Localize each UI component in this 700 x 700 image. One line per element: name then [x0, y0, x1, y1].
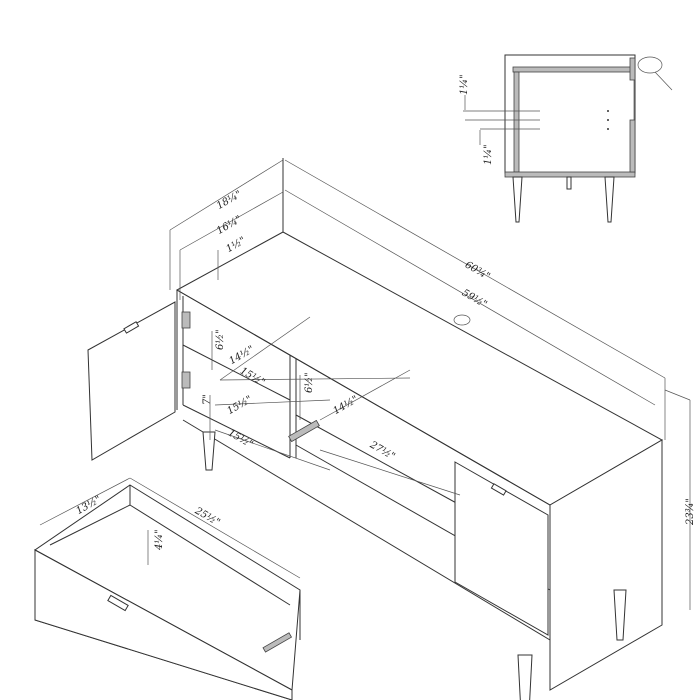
- dim-inset-lower: 1¼": [483, 144, 494, 165]
- hinge-lower: [181, 371, 191, 389]
- dim-drawer-width: 25½": [192, 505, 222, 529]
- right-door-handle: [490, 483, 507, 496]
- dim-left-bottom-width: 15½": [226, 428, 255, 451]
- dim-left-upper-width: 15½": [238, 366, 267, 389]
- dim-center-depth: 14½": [331, 394, 360, 417]
- dim-left-upper-depth: 14½": [227, 344, 256, 367]
- drawer: [34, 484, 301, 700]
- drawer-handle: [107, 594, 129, 612]
- side-section-inset: [463, 54, 673, 223]
- left-door-handle: [123, 321, 140, 334]
- leg: [517, 654, 533, 700]
- left-door-open: [87, 301, 176, 461]
- cabinet: [87, 158, 664, 700]
- leg: [613, 589, 627, 641]
- dim-left-lower-height: 7": [202, 394, 213, 405]
- dim-center-width: 27½": [367, 439, 397, 463]
- dim-left-lower-width: 15½": [225, 394, 254, 417]
- dim-depth-outer: 18¼": [215, 189, 244, 212]
- drawer-slide: [288, 419, 320, 443]
- dimension-lines: [39, 159, 691, 610]
- dim-center-height: 6½": [304, 372, 315, 393]
- right-door: [454, 461, 549, 636]
- dim-inset-upper: 1¼": [459, 74, 470, 95]
- dim-drawer-height: 4¼": [154, 529, 165, 551]
- dim-width-outer: 60¾": [463, 260, 492, 283]
- dim-depth-inner: 16¼": [215, 214, 244, 237]
- hinge-upper: [181, 311, 191, 329]
- leg: [202, 431, 216, 471]
- dim-height: 23¾": [685, 498, 696, 526]
- drawer-slide: [262, 632, 293, 653]
- dim-left-upper-height: 6½": [215, 329, 226, 350]
- dim-back-rail: 1½": [224, 235, 247, 255]
- dim-width-inner: 59½": [460, 288, 489, 311]
